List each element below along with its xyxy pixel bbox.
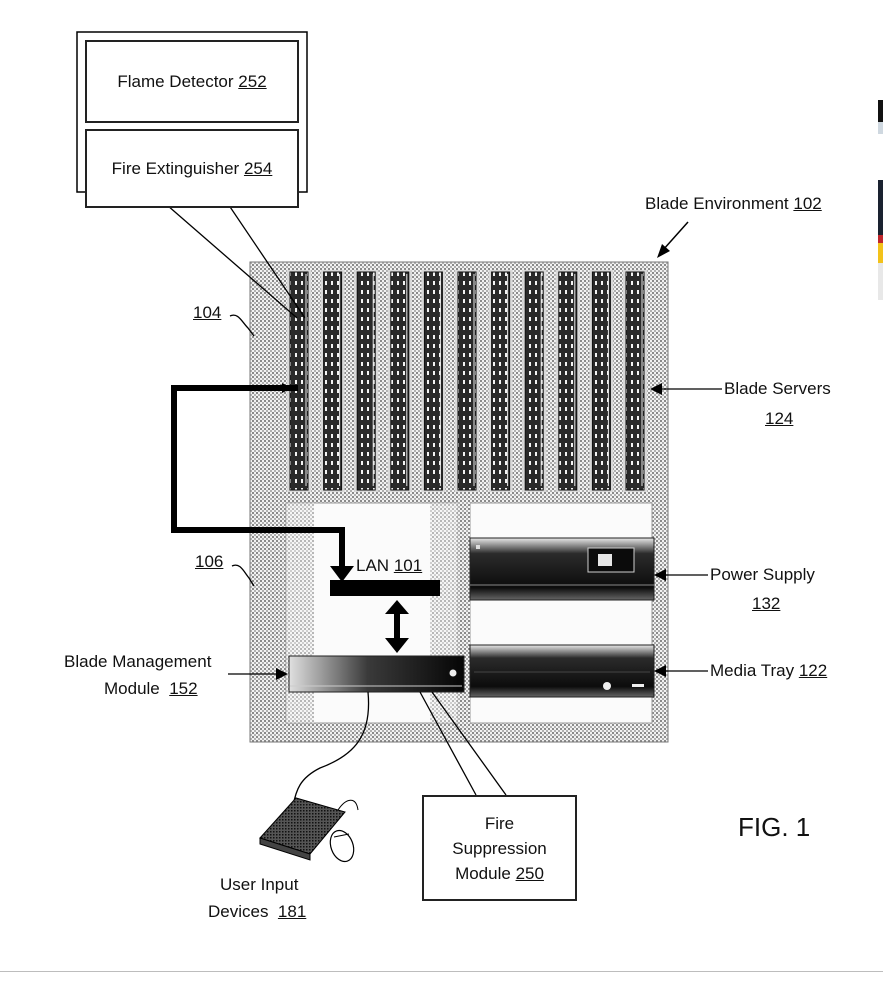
bmm-label-line1: Blade Management	[64, 652, 212, 671]
power-supply-unit	[469, 537, 655, 601]
blade-server	[356, 271, 376, 491]
blade-env-arrowhead	[657, 244, 670, 258]
user-input-label-line2-wrap: Devices 181	[208, 902, 306, 922]
blade-server	[558, 271, 578, 491]
bmm-label-line2-wrap: Module 152	[104, 679, 198, 699]
lan-bmm-double-arrow	[385, 600, 409, 653]
bmm-arrowhead	[276, 668, 288, 680]
ref-106-leader	[231, 564, 255, 587]
fsm-line2: Suppression	[452, 838, 547, 858]
media-tray-unit	[469, 644, 655, 698]
cropped-edge-artifact	[878, 100, 883, 300]
blade-server	[491, 271, 511, 491]
fire-extinguisher-ref: 254	[243, 158, 273, 178]
blade-server	[524, 271, 544, 491]
blade-server	[457, 271, 477, 491]
blade-server	[289, 271, 309, 491]
media-tray-arrowhead	[654, 665, 666, 677]
user-input-ref: 181	[277, 902, 307, 921]
fire-suppression-module-box: Fire Suppression Module 250	[422, 795, 577, 901]
figure-label: FIG. 1	[738, 812, 811, 842]
user-input-label-line2: Devices	[208, 902, 269, 921]
blade-environment-callout: Blade Environment 102	[645, 194, 822, 214]
blade-pointer-arrowhead	[282, 383, 292, 393]
bmm-ref: 152	[169, 679, 198, 698]
callout-line-left	[151, 191, 298, 319]
bmm-label-line2: Module	[104, 679, 160, 698]
ref-104-label: 104	[193, 303, 222, 322]
callout-line-right	[219, 191, 306, 319]
media-tray-callout: Media Tray 122	[710, 661, 827, 681]
blade-server	[625, 271, 645, 491]
blade-servers-group	[287, 270, 647, 492]
ref-106-label: 106	[195, 552, 224, 571]
flame-detector-ref: 252	[238, 71, 267, 91]
fsm-callout-right	[431, 691, 507, 796]
fire-extinguisher-label: Fire Extinguisher	[111, 158, 240, 178]
fsm-line1: Fire	[484, 813, 515, 833]
blade-servers-label: Blade Servers	[724, 379, 831, 398]
mouse-cable	[337, 799, 359, 811]
user-input-label-line1: User Input	[220, 875, 299, 894]
blade-server	[423, 271, 443, 491]
flame-detector-label: Flame Detector	[117, 71, 234, 91]
fsm-callout-left	[419, 691, 477, 796]
lan-bar	[330, 580, 440, 596]
fire-extinguisher-box: Fire Extinguisher 254	[85, 129, 299, 208]
flame-detector-box: Flame Detector 252	[85, 40, 299, 123]
blade-environment-label: Blade Environment	[645, 194, 789, 213]
blade-server	[390, 271, 410, 491]
lan-ref: 101	[393, 556, 423, 575]
bottom-divider	[0, 971, 883, 972]
lan-callout: LAN 101	[356, 556, 422, 576]
media-tray-ref: 122	[798, 661, 828, 680]
fsm-line3: Module	[455, 863, 511, 883]
lan-connection-arrowhead	[330, 566, 354, 582]
media-tray-label: Media Tray	[710, 661, 795, 680]
keyboard-icon	[259, 797, 346, 861]
lan-label: LAN	[356, 556, 390, 575]
ref-104-leader	[229, 314, 255, 337]
mouse-icon	[329, 829, 355, 863]
blade-server	[591, 271, 611, 491]
lan-connection-line	[171, 385, 345, 570]
blade-management-module-unit	[288, 655, 465, 693]
fsm-ref: 250	[515, 863, 544, 883]
power-supply-label: Power Supply	[710, 565, 815, 584]
blade-servers-ref: 124	[765, 409, 794, 428]
fsm-line3-wrap: Module 250	[455, 861, 544, 886]
blade-environment-ref: 102	[793, 194, 822, 213]
blade-servers-arrowhead	[650, 383, 662, 395]
blade-server	[323, 271, 343, 491]
power-supply-ref: 132	[752, 594, 781, 613]
input-device-cable	[292, 691, 370, 807]
power-supply-arrowhead	[654, 569, 666, 581]
